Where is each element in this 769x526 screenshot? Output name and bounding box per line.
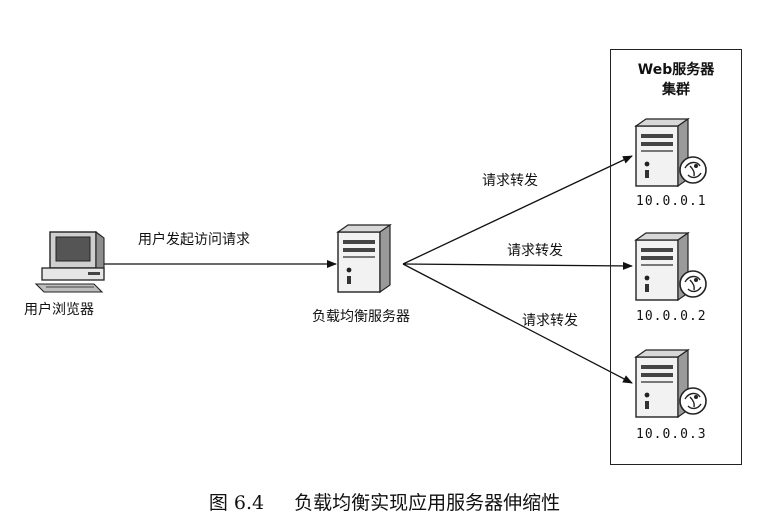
load-balancer-server-icon — [337, 224, 391, 293]
figure-caption: 图 6.4 负载均衡实现应用服务器伸缩性 — [0, 488, 769, 515]
server-ip-1: 10.0.0.1 — [636, 194, 707, 209]
server-ip-2: 10.0.0.2 — [636, 309, 707, 324]
request-label: 用户发起访问请求 — [138, 232, 250, 248]
forward-arrow-1 — [402, 155, 633, 265]
forward-label-3: 请求转发 — [522, 313, 578, 329]
cluster-title: Web服务器 集群 — [610, 60, 742, 100]
server-ip-3: 10.0.0.3 — [636, 427, 707, 442]
forward-label-1: 请求转发 — [482, 173, 538, 189]
load-balancer-label: 负载均衡服务器 — [312, 309, 410, 325]
computer-icon — [34, 230, 105, 293]
forward-arrow-2 — [402, 261, 633, 270]
forward-arrow-3 — [402, 263, 633, 384]
forward-label-2: 请求转发 — [507, 243, 563, 259]
server-cluster-box — [610, 49, 742, 465]
figure-number: 图 6.4 — [208, 492, 265, 514]
cluster-title-line-2: 集群 — [662, 82, 690, 98]
cluster-title-line-1: Web服务器 — [637, 62, 715, 78]
browser-label: 用户浏览器 — [24, 302, 94, 318]
figure-caption-text: 负载均衡实现应用服务器伸缩性 — [294, 492, 561, 514]
